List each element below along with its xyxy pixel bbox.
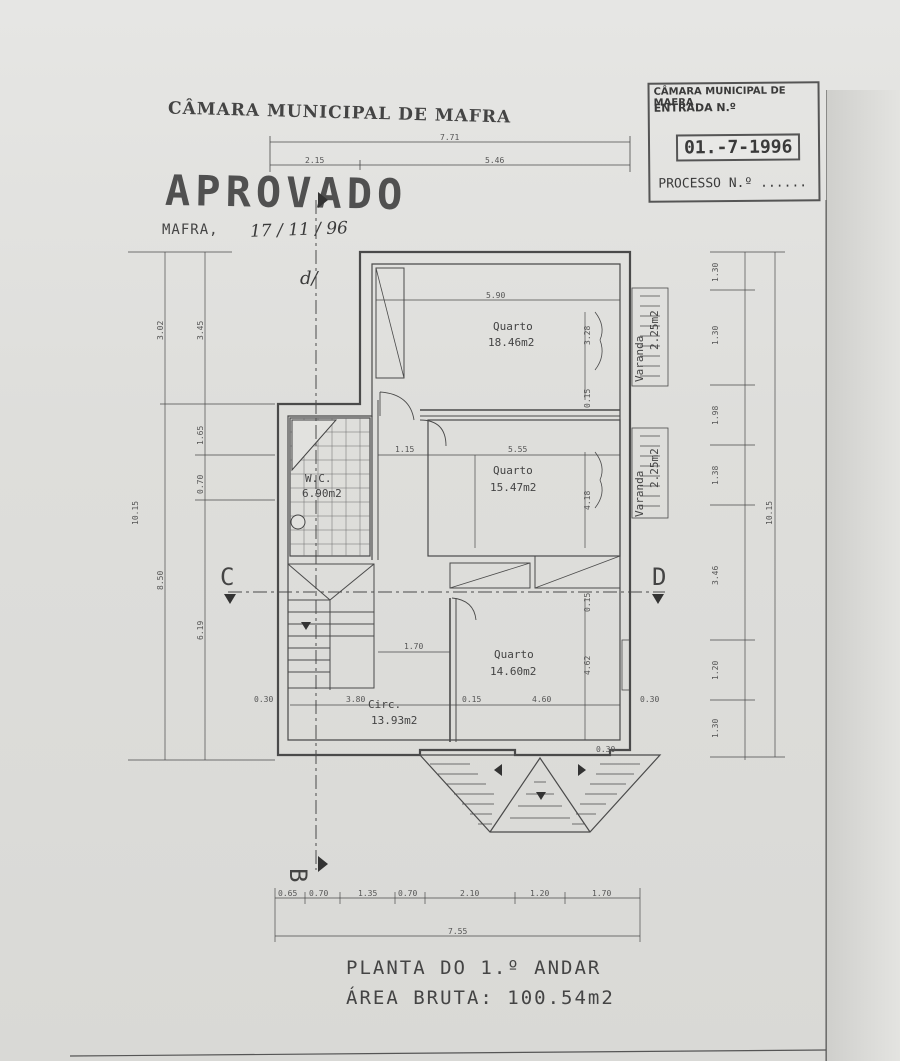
balcony-2-area: 2.25m2: [648, 448, 661, 488]
dim-right-3: 1.98: [711, 406, 720, 425]
title-block: PLANTA DO 1.º ANDAR ÁREA BRUTA: 100.54m2: [346, 957, 666, 1009]
circulation-area: 13.93m2: [371, 714, 417, 727]
plan-title: PLANTA DO 1.º ANDAR: [346, 957, 602, 979]
dim-margin-right: 0.30: [640, 695, 659, 704]
dim-left2-3: 6.19: [196, 621, 205, 640]
dim-right-7: 1.30: [711, 719, 720, 738]
wc-walls: [289, 417, 371, 557]
dim-margin-left: 0.30: [254, 695, 273, 704]
wc-area: 6.90m2: [302, 487, 342, 500]
bathtub-icon: [291, 419, 338, 472]
roof-arrow-down-icon: [536, 792, 546, 800]
dim-left-3: 0.70: [196, 475, 205, 494]
dim-lower-mid: 1.70: [404, 642, 423, 651]
dim-mid-left: 0.15: [462, 695, 481, 704]
dim-room1-width: 5.90: [486, 291, 505, 300]
dim-right-1: 1.30: [711, 263, 720, 282]
dim-left-total: 8.50: [156, 571, 165, 590]
dim-circ-width: 3.80: [346, 695, 365, 704]
dim-bottom-total: 7.55: [448, 927, 467, 936]
staircase: [287, 563, 375, 690]
section-d-arrow-icon: [652, 594, 664, 604]
paper-edge: [826, 90, 900, 1061]
room-1-area: 18.46m2: [488, 336, 534, 349]
wc-name: W.C.: [305, 472, 332, 485]
outer-wall: [276, 250, 632, 757]
dim-right-4: 1.38: [711, 466, 720, 485]
dim-left-1: 3.02: [156, 321, 165, 340]
dim-room2-width: 5.55: [508, 445, 527, 454]
circulation-name: Circ.: [368, 698, 401, 711]
section-b-label: B: [284, 868, 312, 882]
room-1-name: Quarto: [493, 320, 533, 333]
room-2-name: Quarto: [493, 464, 533, 477]
balcony-1: [631, 287, 669, 387]
dim-top-left: 2.15: [305, 156, 324, 165]
dim-margin-bottom: 0.30: [596, 745, 615, 754]
plan-gross-area: ÁREA BRUTA: 100.54m2: [346, 987, 615, 1009]
roof-arrow-left-icon: [494, 764, 502, 776]
dim-left2-1: 3.45: [196, 321, 205, 340]
section-d-label: D: [652, 563, 666, 591]
balcony-1-area: 2.25m2: [648, 310, 661, 350]
dim-room-height-1: 3.28: [583, 326, 592, 345]
dim-right-total: 10.15: [765, 501, 774, 525]
dim-wall-a: 0.15: [583, 389, 592, 408]
dim-top-right: 5.46: [485, 156, 504, 165]
dim-bottom-6: 1.20: [530, 889, 549, 898]
section-b-arrow-icon: [318, 856, 328, 872]
stair-arrow-icon: [301, 622, 311, 630]
balcony-2: [631, 427, 669, 519]
dim-top-overall: 7.71: [440, 133, 459, 142]
room-3-area: 14.60m2: [490, 665, 536, 678]
approval-initials: d/: [300, 268, 318, 289]
room-3-name: Quarto: [494, 648, 534, 661]
dim-bottom-2: 0.70: [309, 889, 328, 898]
dim-room3-width: 4.60: [532, 695, 551, 704]
dim-wall-b: 0.15: [583, 593, 592, 612]
roof-bay: [418, 754, 662, 833]
dim-corridor-width: 1.15: [395, 445, 414, 454]
section-c-label: C: [220, 563, 234, 591]
room-2-walls: [427, 419, 621, 557]
dim-right-6: 1.20: [711, 661, 720, 680]
dim-left2-2: 1.65: [196, 426, 205, 445]
dim-bottom-4: 0.70: [398, 889, 417, 898]
dim-left-total2: 10.15: [131, 501, 140, 525]
dim-right-2: 1.30: [711, 326, 720, 345]
balcony-1-name: Varanda: [633, 336, 646, 382]
dim-bottom-7: 1.70: [592, 889, 611, 898]
dim-bottom-1: 0.65: [278, 889, 297, 898]
room-2-area: 15.47m2: [490, 481, 536, 494]
section-c-arrow-icon: [224, 594, 236, 604]
balcony-2-name: Varanda: [633, 471, 646, 517]
dim-room-height-3: 4.62: [583, 656, 592, 675]
dim-right-5: 3.46: [711, 566, 720, 585]
approval-place: MAFRA,: [162, 222, 219, 238]
section-b-top-arrow-icon: [318, 192, 328, 208]
dim-bottom-3: 1.35: [358, 889, 377, 898]
dim-bottom-5: 2.10: [460, 889, 479, 898]
roof-arrow-right-icon: [578, 764, 586, 776]
dim-room-height-2: 4.18: [583, 491, 592, 510]
toilet-icon: [290, 514, 306, 530]
sheet-border-bottom: [69, 1049, 827, 1057]
